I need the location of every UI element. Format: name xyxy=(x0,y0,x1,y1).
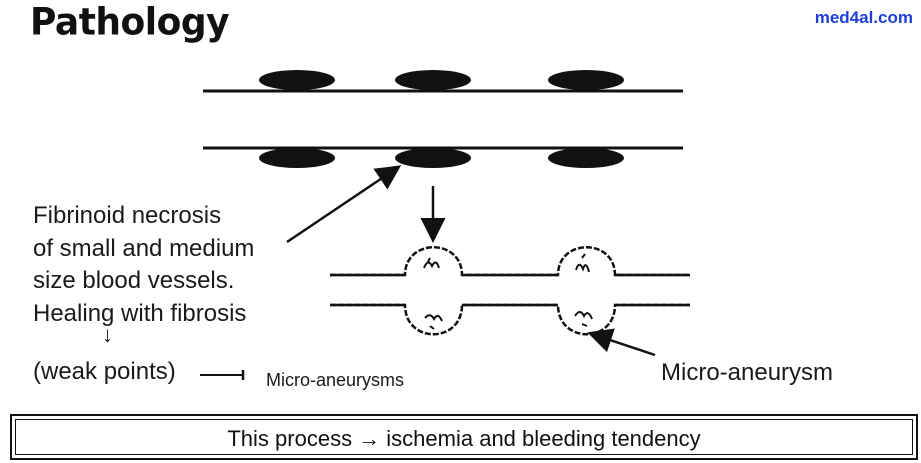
degenerated-nucleus xyxy=(423,257,440,269)
micro-aneurysm-label: Micro-aneurysm xyxy=(661,359,834,386)
summary-banner: This process → ischemia and bleeding ten… xyxy=(10,414,918,460)
pointer-arrow xyxy=(286,165,402,244)
micro-aneurysm-arrow xyxy=(587,328,656,357)
aneurysm-vessel-top xyxy=(330,246,690,277)
description-line: size blood vessels. xyxy=(33,267,235,294)
nucleus xyxy=(548,148,624,168)
banner-text: This process → ischemia and bleeding ten… xyxy=(227,426,701,451)
aneurysm-vessel-bottom xyxy=(330,303,690,336)
fibrinoid-necrosis-description: Fibrinoid necrosis of small and medium s… xyxy=(33,200,254,330)
nucleus xyxy=(259,70,335,90)
down-arrow-glyph: ↓ xyxy=(102,322,113,347)
description-line: Healing with fibrosis xyxy=(33,299,247,327)
micro-aneurysms-label: Micro-aneurysms xyxy=(266,370,405,390)
degenerated-nucleus xyxy=(424,314,443,330)
nucleus xyxy=(395,70,471,90)
nucleus xyxy=(548,70,624,90)
brand-watermark: med4al.com xyxy=(814,8,913,27)
weak-points-label: (weak points) xyxy=(33,358,176,385)
description-line: of small and medium xyxy=(33,234,255,262)
nucleus xyxy=(259,148,335,168)
nucleus xyxy=(395,148,471,168)
page-title: Pathology xyxy=(30,0,230,45)
degenerated-nucleus xyxy=(574,311,593,327)
degenerated-nucleus xyxy=(575,253,590,273)
description-line: Fibrinoid necrosis xyxy=(33,202,222,229)
